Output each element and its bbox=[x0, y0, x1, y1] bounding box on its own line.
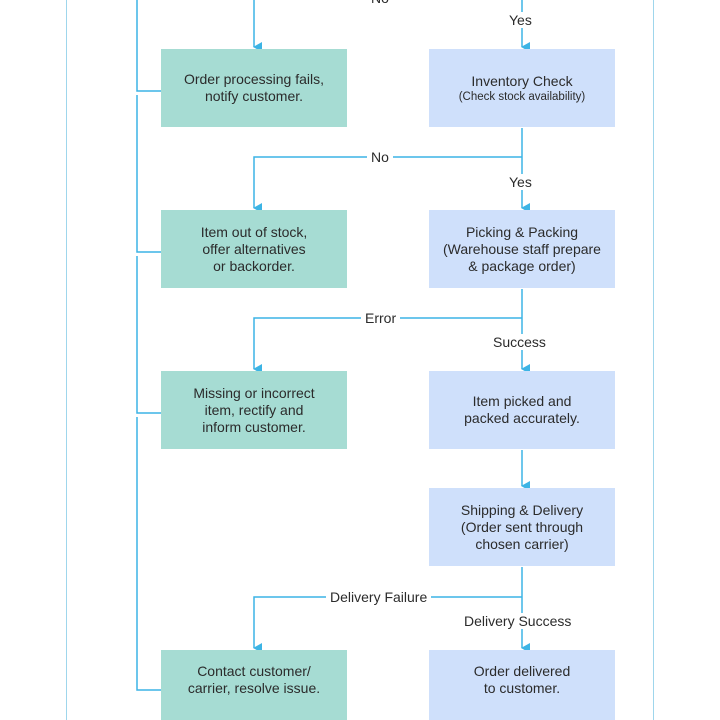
out-of-stock-line-2: offer alternatives bbox=[202, 240, 306, 257]
out-of-stock-line-3: or backorder. bbox=[213, 257, 295, 274]
shipping-line-1: Shipping & Delivery bbox=[460, 501, 584, 518]
shipping-line-3: chosen carrier) bbox=[475, 535, 569, 552]
out-of-stock-line-1: Item out of stock, bbox=[200, 223, 308, 240]
shipping-delivery-box: Shipping & Delivery (Order sent through … bbox=[429, 488, 615, 566]
contact-line-2: carrier, resolve issue. bbox=[187, 680, 321, 696]
order-delivered-box: Order delivered to customer. bbox=[429, 650, 615, 720]
delivered-line-2: to customer. bbox=[483, 680, 561, 696]
return-bus-line-2 bbox=[136, 95, 161, 253]
order-processing-fails-box: Order processing fails, notify customer. bbox=[161, 49, 347, 127]
shipping-line-2: (Order sent through bbox=[460, 518, 584, 535]
picking-line-2: (Warehouse staff prepare bbox=[443, 240, 601, 257]
arrow-delivery-failure bbox=[253, 596, 522, 653]
picked-line-1: Item picked and bbox=[472, 393, 572, 409]
arrow-picking-error bbox=[253, 317, 522, 374]
picking-packing-box: Picking & Packing (Warehouse staff prepa… bbox=[429, 210, 615, 288]
delivered-line-1: Order delivered bbox=[473, 663, 571, 679]
edge-label-inventory-yes: Yes bbox=[505, 174, 536, 190]
edge-label-picking-error: Error bbox=[361, 310, 401, 326]
out-of-stock-box: Item out of stock, offer alternatives or… bbox=[161, 210, 347, 288]
edge-label-delivery-success: Delivery Success bbox=[460, 613, 576, 629]
item-picked-box: Item picked and packed accurately. bbox=[429, 371, 615, 449]
arrow-inventory-no bbox=[253, 156, 522, 213]
missing-item-line-3: inform customer. bbox=[202, 418, 306, 435]
order-fail-line-1: Order processing fails, bbox=[183, 71, 325, 87]
picking-line-1: Picking & Packing bbox=[465, 223, 579, 240]
return-bus-line-4 bbox=[136, 417, 161, 691]
order-fail-line-2: notify customer. bbox=[204, 88, 304, 104]
edge-label-delivery-failure: Delivery Failure bbox=[326, 589, 432, 605]
frame-right-border bbox=[653, 0, 654, 720]
return-bus-line-3 bbox=[136, 256, 161, 414]
inventory-check-subtitle: (Check stock availability) bbox=[458, 90, 586, 103]
edge-label-top-yes: Yes bbox=[505, 12, 536, 28]
missing-item-line-1: Missing or incorrect bbox=[193, 384, 315, 401]
inventory-check-box: Inventory Check (Check stock availabilit… bbox=[429, 49, 615, 127]
edge-label-inventory-no: No bbox=[367, 149, 393, 165]
edge-label-top-no: No bbox=[367, 0, 393, 6]
missing-item-line-2: item, rectify and bbox=[204, 401, 304, 418]
return-bus-line-1 bbox=[136, 0, 161, 92]
picking-line-3: & package order) bbox=[468, 257, 576, 274]
inventory-check-title: Inventory Check bbox=[471, 72, 573, 89]
contact-line-1: Contact customer/ bbox=[197, 663, 311, 679]
missing-item-box: Missing or incorrect item, rectify and i… bbox=[161, 371, 347, 449]
picked-line-2: packed accurately. bbox=[464, 410, 580, 426]
edge-label-picking-success: Success bbox=[489, 334, 550, 350]
contact-customer-box: Contact customer/ carrier, resolve issue… bbox=[161, 650, 347, 720]
frame-left-border bbox=[66, 0, 67, 720]
